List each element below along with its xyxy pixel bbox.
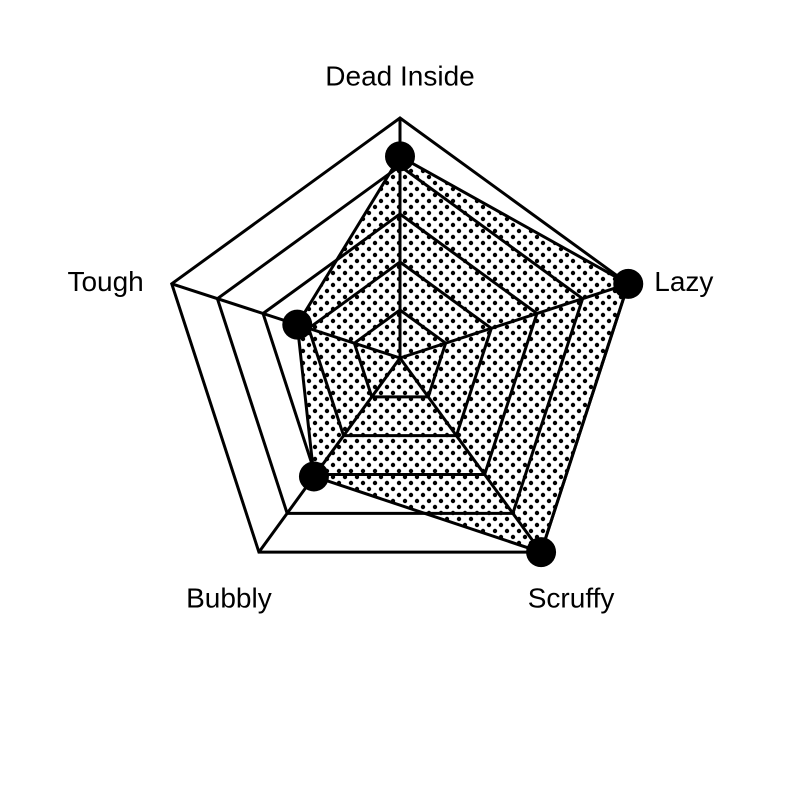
radar-series	[295, 154, 631, 555]
radar-point-tough	[282, 309, 313, 340]
radar-markers	[282, 141, 644, 568]
radar-ring-5	[169, 116, 631, 554]
radar-point-scruffy	[526, 537, 557, 568]
axis-label-bubbly: Bubbly	[186, 583, 272, 614]
radar-point-bubbly	[298, 461, 329, 492]
radar-series-area	[297, 156, 629, 553]
axis-label-dead-inside: Dead Inside	[325, 60, 474, 91]
radar-point-lazy	[613, 268, 644, 299]
radar-point-dead-inside	[385, 141, 415, 172]
axis-label-tough: Tough	[67, 266, 143, 297]
axis-label-lazy: Lazy	[654, 266, 713, 297]
axis-label-scruffy: Scruffy	[528, 583, 615, 614]
radar-series-outline	[295, 154, 631, 555]
